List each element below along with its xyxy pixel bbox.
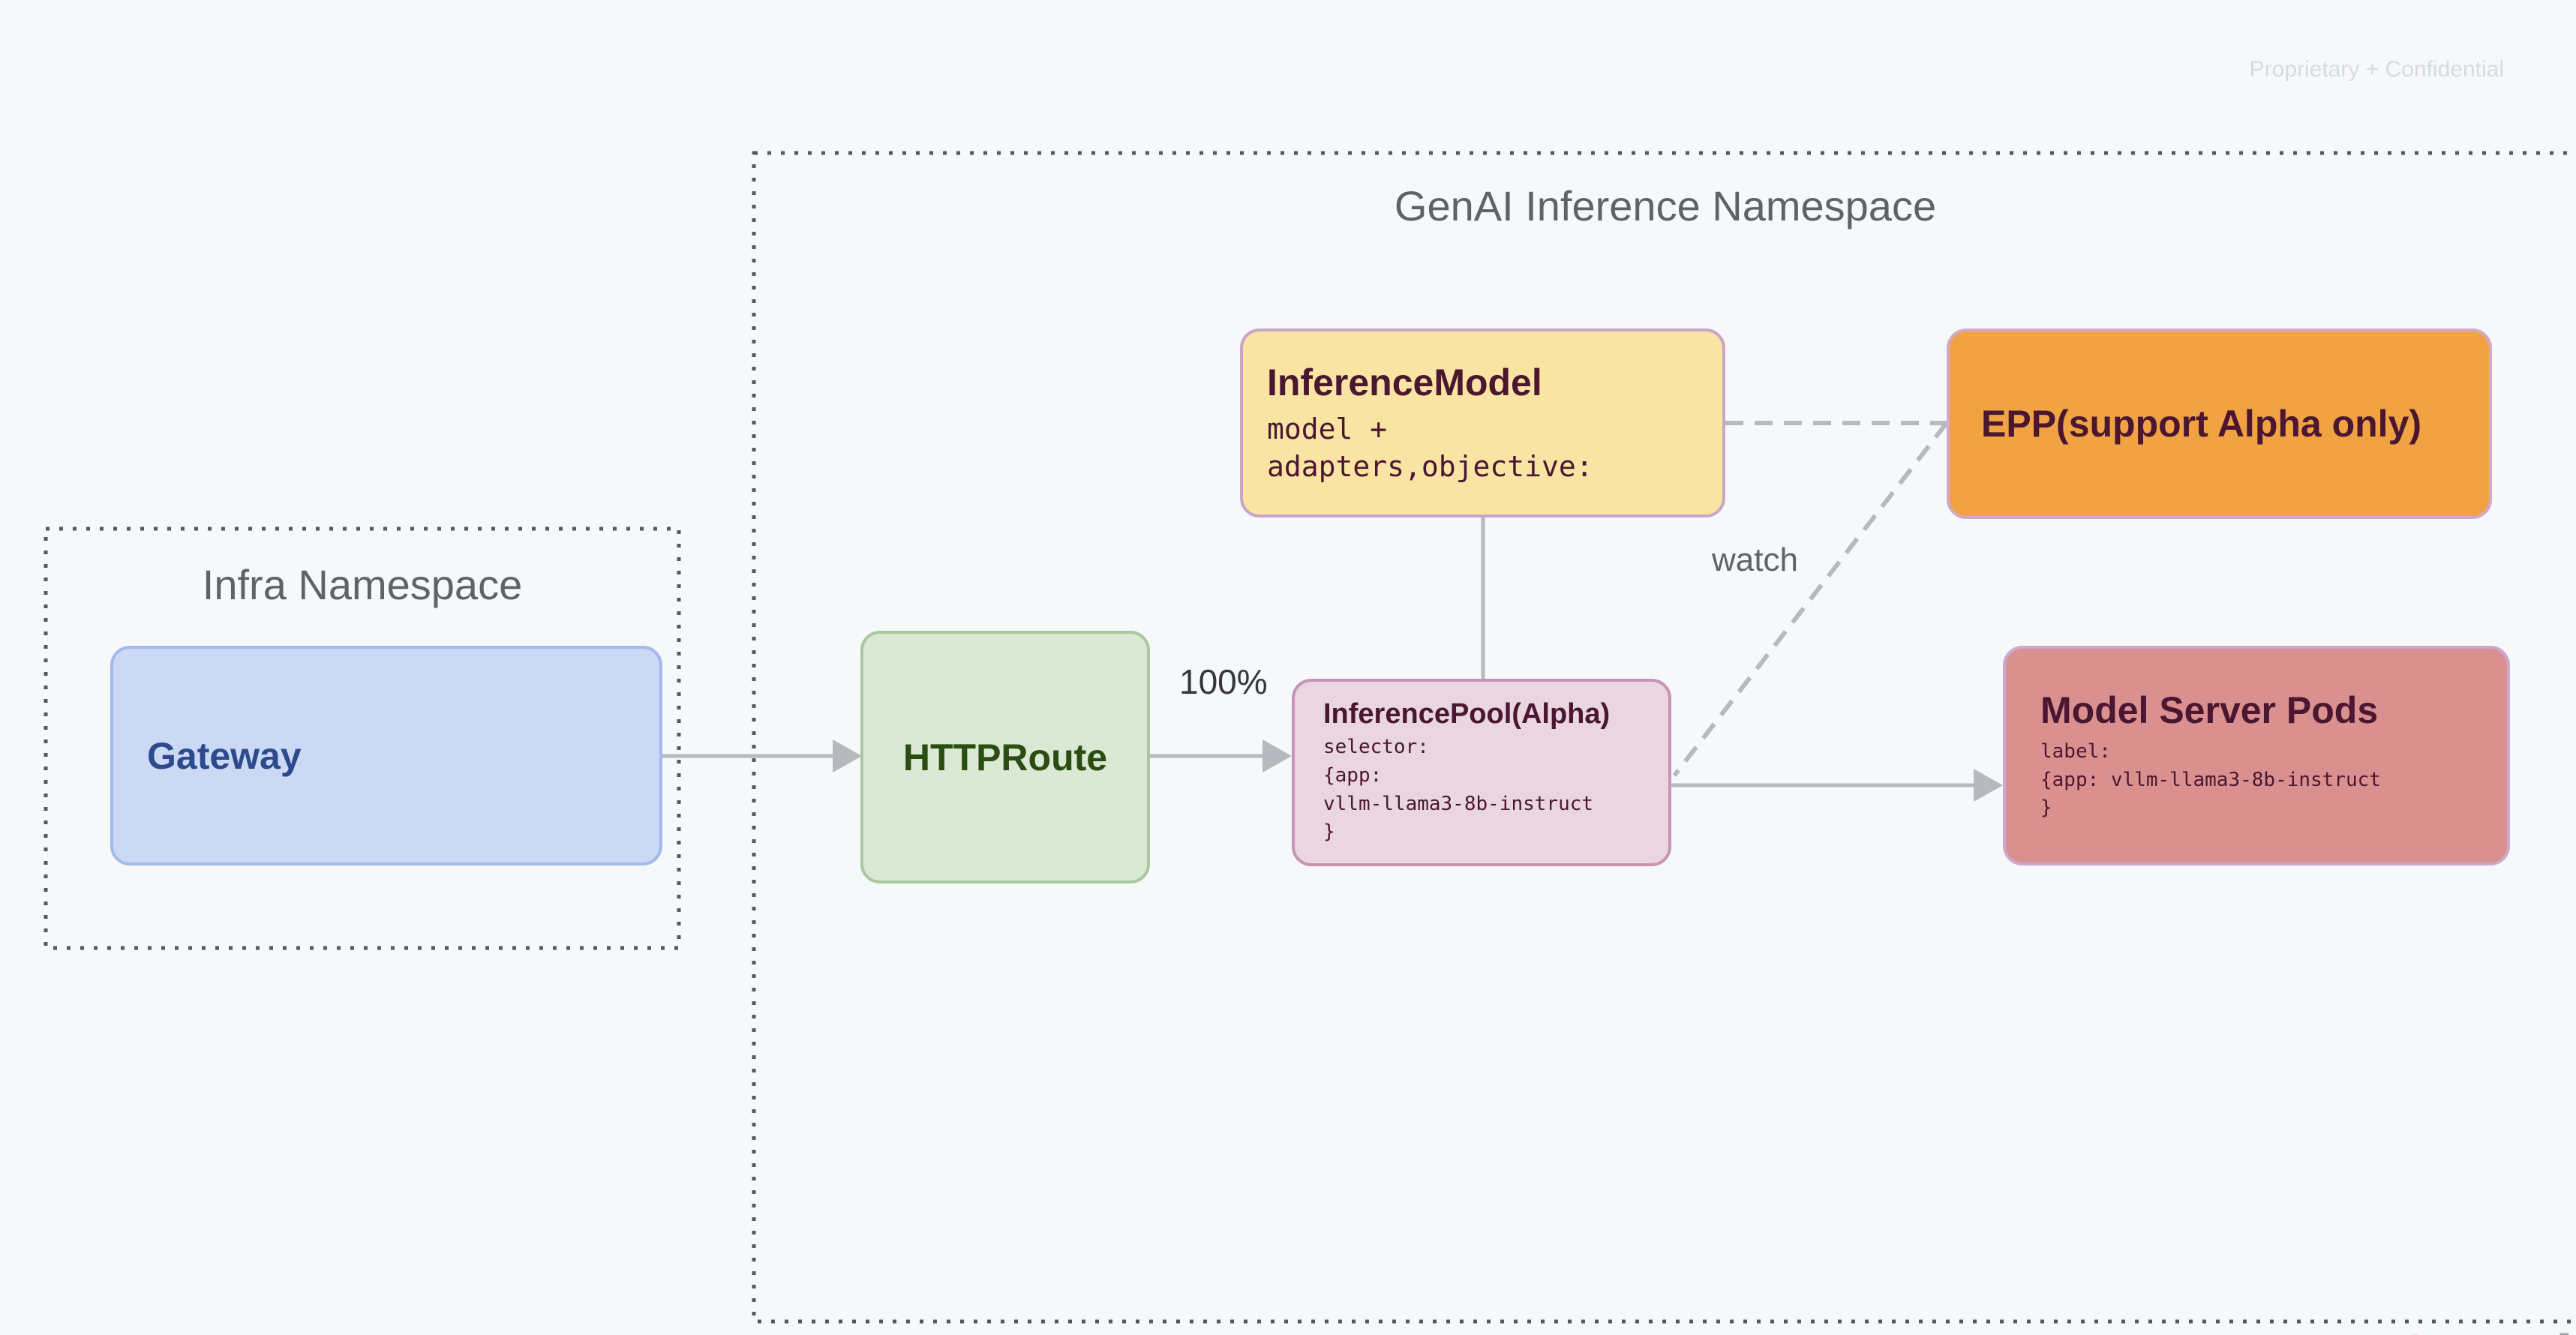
traffic-weight-label: 100% xyxy=(1179,662,1268,701)
epp-title: EPP(support Alpha only) xyxy=(1981,403,2422,445)
epp-node: EPP(support Alpha only) xyxy=(1947,328,2492,519)
inference-model-node: InferenceModel model + adapters,objectiv… xyxy=(1240,328,1725,518)
infra-namespace-title: Infra Namespace xyxy=(202,561,523,608)
watch-label: watch xyxy=(1712,542,1798,578)
inference-pool-title: InferencePool(Alpha) xyxy=(1323,698,1611,730)
inference-pool-node: InferencePool(Alpha) selector: {app: vll… xyxy=(1292,679,1671,866)
edge-gateway-httproute xyxy=(662,740,862,772)
httproute-node: HTTPRoute xyxy=(860,631,1150,884)
inference-pool-code-line: vllm-llama3-8b-instruct xyxy=(1323,792,1594,815)
model-server-pods-title: Model Server Pods xyxy=(2040,688,2379,731)
confidential-note: Proprietary + Confidential xyxy=(2249,57,2504,82)
model-server-pods-code-line: label: xyxy=(2040,740,2111,763)
inference-model-code-line: adapters,objective: xyxy=(1267,450,1593,483)
google-watermark: Google xyxy=(2390,1322,2576,1335)
httproute-title: HTTPRoute xyxy=(902,736,1108,778)
model-server-pods-code-line: {app: vllm-llama3-8b-instruct xyxy=(2040,768,2381,791)
edge-httproute-pool xyxy=(1150,740,1292,772)
inference-model-code-line: model + xyxy=(1267,412,1388,446)
inference-pool-code-line: selector: xyxy=(1323,736,1429,759)
model-server-pods-code-line: } xyxy=(2040,796,2052,820)
inference-pool-code-line: } xyxy=(1323,820,1335,844)
inference-pool-code-line: {app: xyxy=(1323,764,1383,787)
gateway-title: Gateway xyxy=(147,734,302,777)
inference-model-title: InferenceModel xyxy=(1267,361,1542,404)
gateway-node: Gateway xyxy=(110,646,662,866)
edge-pool-pods xyxy=(1671,769,2003,802)
genai-namespace-title: GenAI Inference Namespace xyxy=(1394,182,1937,230)
model-server-pods-node: Model Server Pods label: {app: vllm-llam… xyxy=(2003,646,2510,866)
